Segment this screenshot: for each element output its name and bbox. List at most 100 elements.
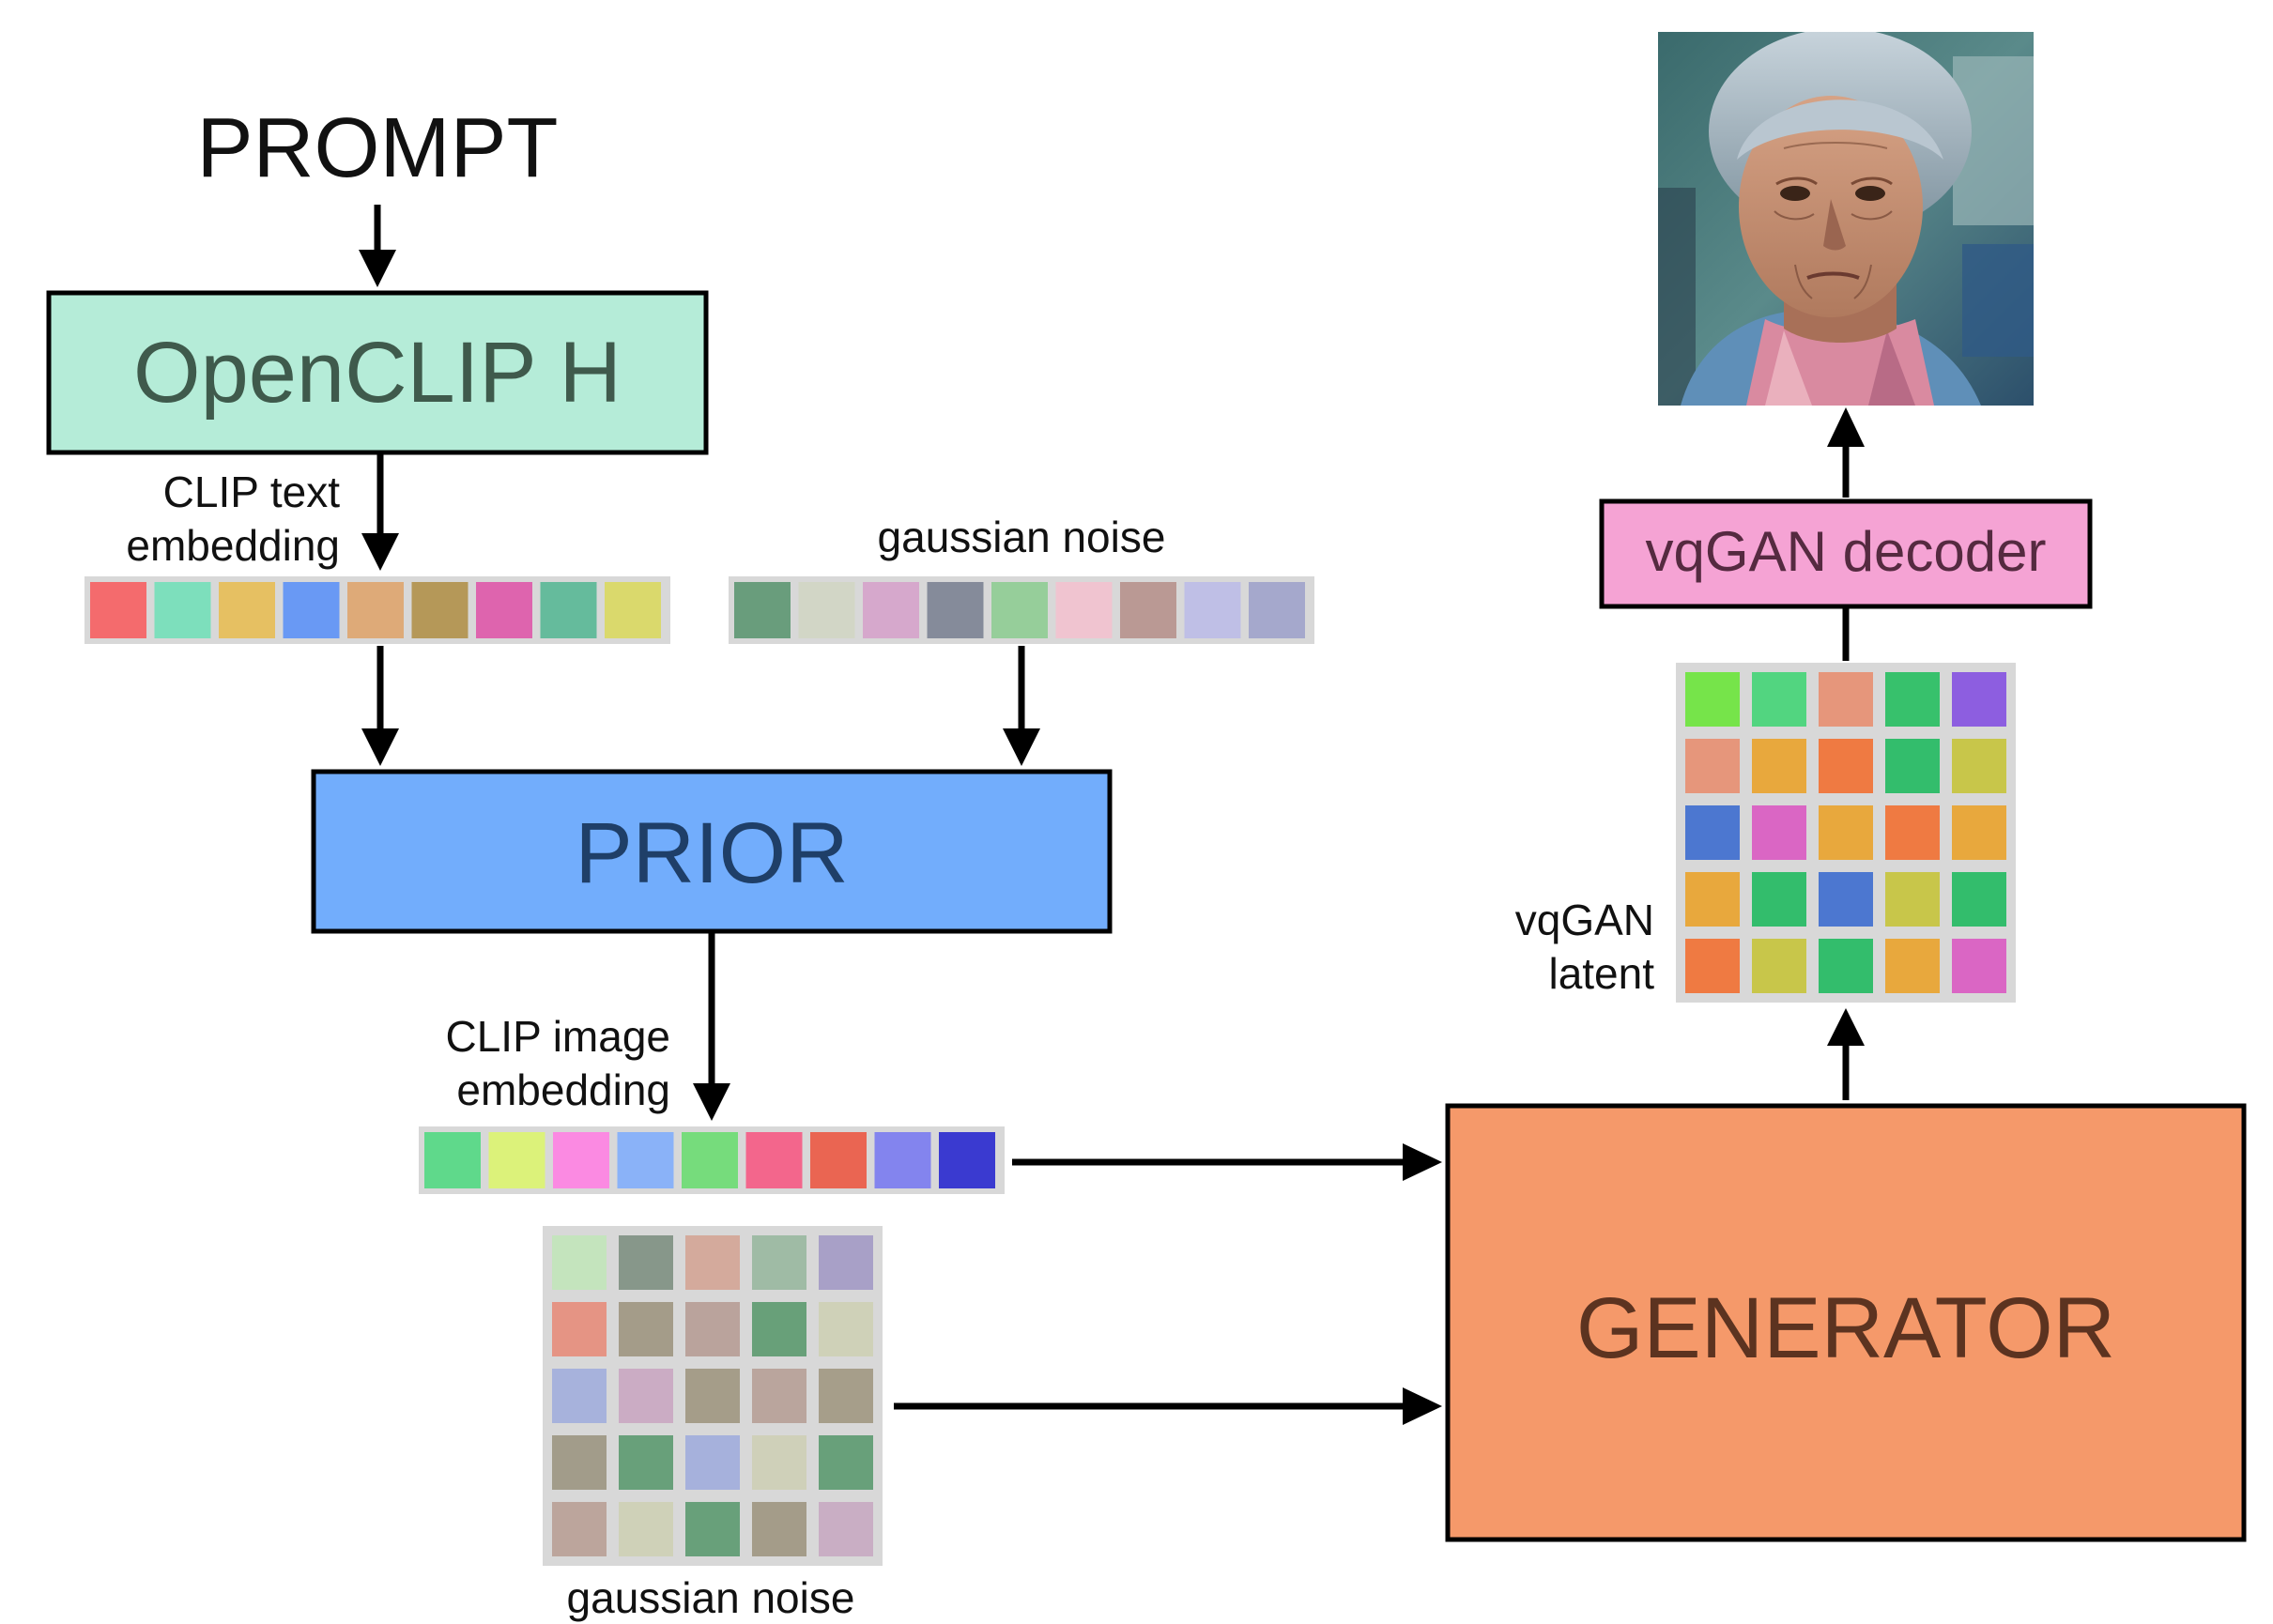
vqgan-latent-cell bbox=[1685, 805, 1740, 860]
vqgan-latent-cell bbox=[1685, 739, 1740, 793]
clip-image-embedding-cell bbox=[617, 1132, 674, 1188]
clip-text-embedding-cell bbox=[540, 582, 597, 638]
vqgan-decoder-label: vqGAN decoder bbox=[1646, 520, 2047, 583]
vqgan-latent-cell bbox=[1952, 805, 2006, 860]
gaussian-noise-top-strip bbox=[729, 576, 1314, 644]
arrow-decoder-to-image bbox=[1827, 407, 1865, 498]
vqgan-latent-cell bbox=[1685, 939, 1740, 993]
clip-text-embedding-label-line2: embedding bbox=[126, 521, 340, 570]
gaussian-noise-top-cell bbox=[1120, 582, 1176, 638]
gaussian-noise-bottom-cell bbox=[619, 1235, 673, 1290]
vqgan-latent-cell bbox=[1885, 805, 1940, 860]
gaussian-noise-bottom-cell bbox=[619, 1502, 673, 1556]
vqgan-latent-cell bbox=[1952, 739, 2006, 793]
gaussian-noise-bottom-grid bbox=[543, 1226, 883, 1566]
vqgan-latent-cell bbox=[1885, 872, 1940, 927]
clip-image-embedding-cell bbox=[553, 1132, 609, 1188]
vqgan-latent-grid bbox=[1676, 663, 2016, 1003]
gaussian-noise-bottom-cell bbox=[619, 1302, 673, 1356]
vqgan-latent-cell bbox=[1819, 939, 1873, 993]
clip-text-embedding-cell bbox=[476, 582, 532, 638]
clip-text-embedding-cell bbox=[283, 582, 340, 638]
gaussian-noise-bottom-cell bbox=[619, 1369, 673, 1423]
vqgan-latent-label-line1: vqGAN bbox=[1515, 896, 1654, 944]
vqgan-latent-cell bbox=[1685, 672, 1740, 727]
vqgan-latent-cell bbox=[1885, 672, 1940, 727]
portrait-photo-icon bbox=[1658, 32, 2034, 406]
arrow-text-embedding-to-prior bbox=[361, 646, 399, 766]
vqgan-decoder-box: vqGAN decoder bbox=[1599, 498, 2093, 609]
gaussian-noise-bottom-cell bbox=[552, 1235, 607, 1290]
gaussian-noise-bottom-cell bbox=[752, 1369, 806, 1423]
gaussian-noise-bottom-cell bbox=[552, 1502, 607, 1556]
arrow-prior-to-image-embedding bbox=[693, 933, 730, 1121]
openclip-box: OpenCLIP H bbox=[46, 290, 709, 455]
gaussian-noise-bottom-cell bbox=[685, 1435, 740, 1490]
vqgan-latent-cell bbox=[1819, 739, 1873, 793]
clip-text-embedding-cell bbox=[605, 582, 661, 638]
gaussian-noise-bottom-cell bbox=[552, 1302, 607, 1356]
gaussian-noise-bottom-label: gaussian noise bbox=[567, 1573, 855, 1622]
prior-box: PRIOR bbox=[311, 769, 1113, 934]
vqgan-latent-cell bbox=[1885, 939, 1940, 993]
clip-image-embedding-cell bbox=[488, 1132, 545, 1188]
gaussian-noise-bottom-cell bbox=[685, 1235, 740, 1290]
vqgan-latent-cell bbox=[1752, 805, 1806, 860]
gaussian-noise-bottom-cell bbox=[819, 1502, 873, 1556]
prompt-label: PROMPT bbox=[196, 101, 558, 195]
gaussian-noise-bottom-cell bbox=[819, 1435, 873, 1490]
vqgan-latent-cell bbox=[1752, 739, 1806, 793]
vqgan-latent-cell bbox=[1952, 672, 2006, 727]
gaussian-noise-bottom-cell bbox=[685, 1502, 740, 1556]
vqgan-latent-cell bbox=[1685, 872, 1740, 927]
vqgan-latent-cell bbox=[1752, 672, 1806, 727]
gaussian-noise-top-cell bbox=[734, 582, 791, 638]
clip-text-embedding-cell bbox=[154, 582, 211, 638]
gaussian-noise-top-cell bbox=[1184, 582, 1241, 638]
openclip-label: OpenCLIP H bbox=[133, 325, 622, 421]
clip-text-embedding-strip bbox=[84, 576, 670, 644]
gaussian-noise-top-cell bbox=[1249, 582, 1305, 638]
gaussian-noise-top-cell bbox=[863, 582, 919, 638]
vqgan-latent-label-line2: latent bbox=[1548, 949, 1654, 998]
gaussian-noise-bottom-cell bbox=[819, 1369, 873, 1423]
arrow-noise-grid-to-generator bbox=[894, 1387, 1442, 1425]
gaussian-noise-bottom-cell bbox=[752, 1502, 806, 1556]
vqgan-latent-cell bbox=[1885, 739, 1940, 793]
clip-image-embedding-cell bbox=[682, 1132, 738, 1188]
arrow-generator-to-latent bbox=[1827, 1008, 1865, 1100]
clip-text-embedding-cell bbox=[347, 582, 404, 638]
vqgan-latent-cell bbox=[1819, 672, 1873, 727]
arrow-prompt-to-openclip bbox=[359, 205, 396, 287]
gaussian-noise-bottom-cell bbox=[552, 1369, 607, 1423]
gaussian-noise-bottom-cell bbox=[752, 1435, 806, 1490]
gaussian-noise-bottom-cell bbox=[619, 1435, 673, 1490]
clip-image-embedding-label-line2: embedding bbox=[456, 1065, 670, 1114]
clip-image-embedding-cell bbox=[424, 1132, 481, 1188]
gaussian-noise-bottom-cell bbox=[685, 1302, 740, 1356]
generator-label: GENERATOR bbox=[1576, 1280, 2115, 1376]
vqgan-latent-cell bbox=[1752, 872, 1806, 927]
arrow-image-embedding-to-generator bbox=[1012, 1143, 1442, 1181]
clip-text-embedding-cell bbox=[411, 582, 468, 638]
generator-box: GENERATOR bbox=[1445, 1103, 2247, 1542]
vqgan-latent-cell bbox=[1952, 872, 2006, 927]
arrow-openclip-to-text-embedding bbox=[361, 454, 399, 571]
gaussian-noise-bottom-cell bbox=[752, 1235, 806, 1290]
vqgan-latent-cell bbox=[1752, 939, 1806, 993]
vqgan-latent-cell bbox=[1819, 805, 1873, 860]
gaussian-noise-bottom-cell bbox=[685, 1369, 740, 1423]
gaussian-noise-top-cell bbox=[798, 582, 855, 638]
gaussian-noise-bottom-cell bbox=[752, 1302, 806, 1356]
vqgan-latent-cell bbox=[1952, 939, 2006, 993]
gaussian-noise-top-cell bbox=[927, 582, 984, 638]
clip-text-embedding-cell bbox=[219, 582, 275, 638]
clip-image-embedding-cell bbox=[874, 1132, 931, 1188]
gaussian-noise-bottom-cell bbox=[552, 1435, 607, 1490]
gaussian-noise-bottom-cell bbox=[819, 1235, 873, 1290]
clip-text-embedding-label-line1: CLIP text bbox=[163, 467, 341, 516]
arrow-noise-to-prior bbox=[1003, 646, 1040, 766]
clip-image-embedding-cell bbox=[939, 1132, 995, 1188]
clip-text-embedding-cell bbox=[90, 582, 146, 638]
